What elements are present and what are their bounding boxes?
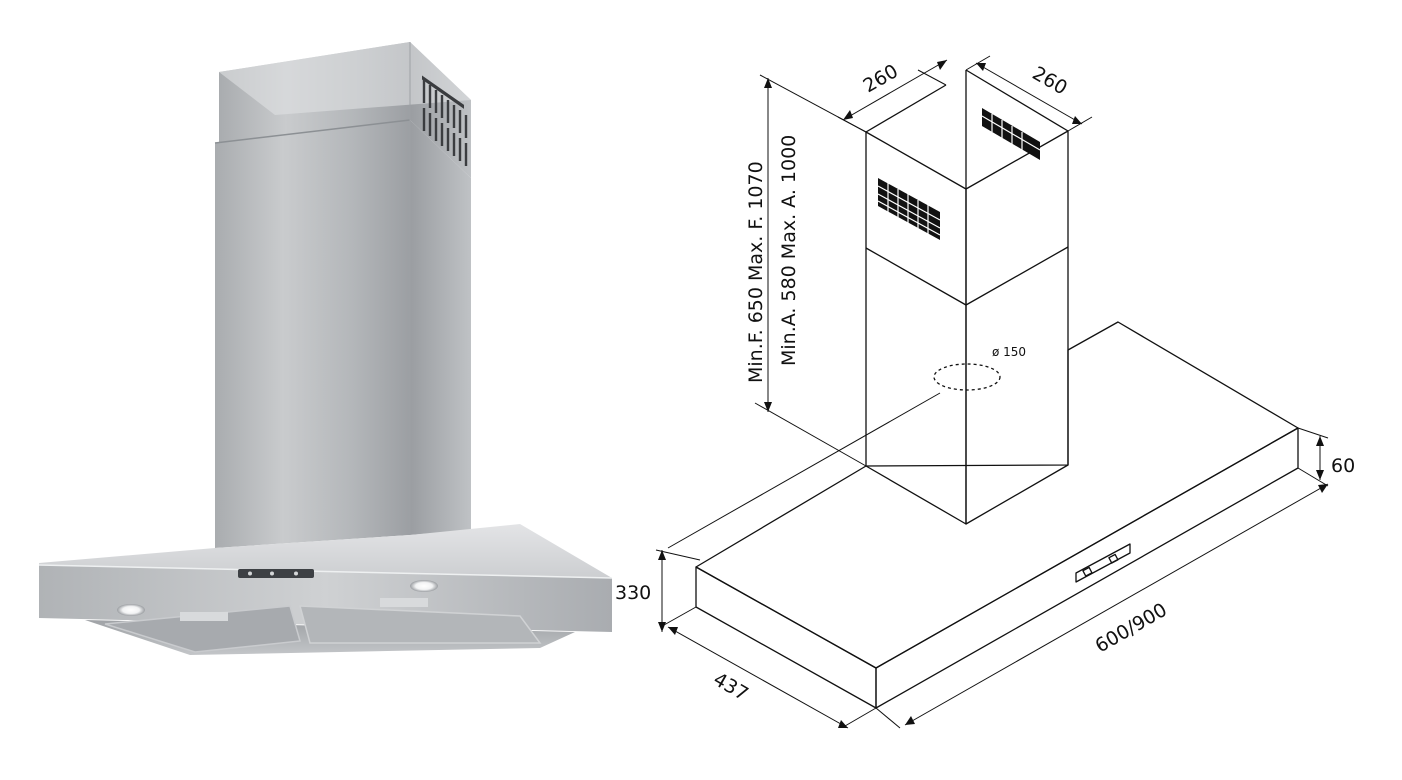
filter-right — [299, 605, 542, 644]
arrow-icon — [1316, 436, 1324, 446]
control-button-icon — [248, 571, 252, 576]
chimney-lower-side — [410, 120, 471, 535]
chimney-top-face — [219, 42, 471, 115]
side-vent-slots — [422, 80, 468, 166]
arrow-icon — [843, 110, 853, 120]
lamp-left — [117, 604, 145, 616]
dim-canopy-height: 330 — [615, 582, 651, 604]
filter-clip — [380, 598, 428, 607]
dim-height-a: Min.A. 580 Max. A. 1000 — [778, 135, 800, 366]
dim-height-f: Min.F. 650 Max. F. 1070 — [745, 161, 767, 383]
duct-outline — [933, 363, 1001, 391]
arrow-icon — [838, 720, 848, 728]
dim-duct-diameter: ø 150 — [992, 345, 1026, 359]
chimney-joint — [214, 119, 411, 144]
dim-canopy-thickness: 60 — [1331, 455, 1355, 477]
chimney-top-edge — [965, 69, 1069, 132]
arrow-icon — [1316, 470, 1324, 480]
filter-clip — [180, 612, 228, 621]
arrow-icon — [1072, 116, 1082, 124]
control-button-icon — [1082, 566, 1093, 577]
arrow-icon — [658, 622, 666, 632]
chimney-joint-line — [865, 246, 1069, 306]
chimney-lower-front — [215, 120, 410, 548]
dimension-lines — [655, 55, 1329, 729]
canopy-top-face — [695, 321, 1299, 669]
arrow-icon — [905, 716, 915, 725]
dim-chimney-width: 260 — [860, 60, 902, 97]
arrow-icon — [658, 550, 666, 560]
vent-grille-icon — [878, 108, 1040, 240]
chimney-hood-photo — [38, 42, 613, 655]
control-button-icon — [270, 571, 274, 576]
arrow-icon — [937, 60, 947, 70]
lamp-right — [410, 580, 438, 592]
arrow-icon — [764, 402, 772, 412]
canopy-edge — [38, 564, 613, 579]
control-button-icon — [294, 571, 298, 576]
control-button-icon — [1108, 553, 1119, 564]
vent-grille-slits — [877, 114, 1041, 236]
arrow-icon — [668, 627, 678, 635]
chimney-top-edge — [865, 84, 947, 133]
arrow-icon — [764, 78, 772, 88]
arrow-icon — [1318, 484, 1328, 493]
vent-grille-icon — [422, 75, 464, 109]
dim-canopy-depth: 437 — [710, 668, 752, 705]
dim-canopy-width: 600/900 — [1092, 599, 1171, 658]
control-panel-outline — [1075, 543, 1131, 583]
filter-left — [104, 605, 301, 653]
arrow-icon — [976, 63, 986, 71]
control-panel — [238, 569, 314, 578]
dim-chimney-depth: 260 — [1029, 62, 1071, 99]
arrowheads — [658, 60, 1328, 728]
